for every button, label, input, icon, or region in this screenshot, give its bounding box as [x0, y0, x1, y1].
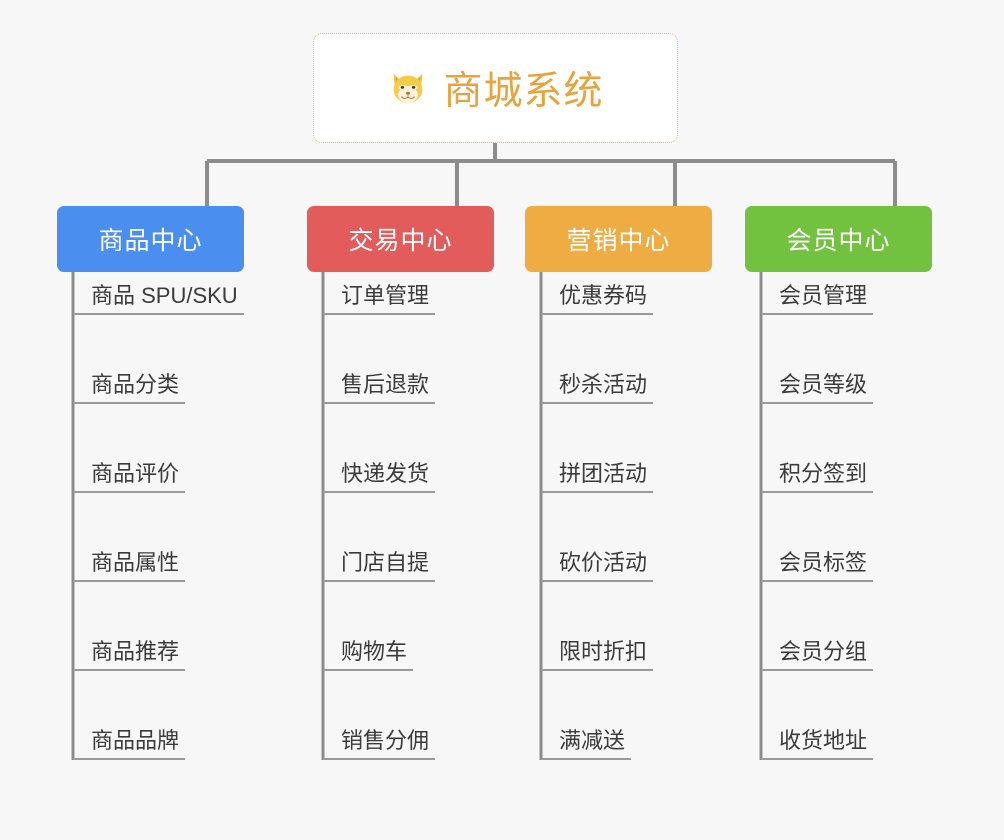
leaf-item[interactable]: 门店自提 — [323, 538, 436, 582]
leaf-item[interactable]: 商品属性 — [73, 538, 186, 582]
leaf-item[interactable]: 快递发货 — [323, 449, 436, 493]
leaf-item-label: 订单管理 — [323, 283, 436, 315]
leaf-item[interactable]: 限时折扣 — [541, 627, 654, 671]
category-header-label: 商品中心 — [98, 227, 203, 255]
category-header-member-center[interactable]: 会员中心 — [745, 206, 932, 272]
category-header-trade-center[interactable]: 交易中心 — [307, 206, 494, 272]
leaf-item[interactable]: 商品评价 — [73, 449, 186, 493]
category-header-product-center[interactable]: 商品中心 — [57, 206, 244, 272]
leaf-item[interactable]: 满减送 — [541, 716, 632, 760]
leaf-item-label: 优惠券码 — [541, 283, 654, 315]
leaf-item[interactable]: 收货地址 — [761, 716, 874, 760]
leaf-item[interactable]: 优惠券码 — [541, 271, 654, 315]
leaf-item-label: 购物车 — [323, 639, 414, 671]
leaf-item[interactable]: 会员分组 — [761, 627, 874, 671]
leaf-item-label: 秒杀活动 — [541, 372, 654, 404]
leaf-item-label: 会员标签 — [761, 550, 874, 582]
leaf-item[interactable]: 商品 SPU/SKU — [73, 271, 244, 315]
leaf-item[interactable]: 砍价活动 — [541, 538, 654, 582]
leaf-item[interactable]: 售后退款 — [323, 360, 436, 404]
leaf-item-label: 售后退款 — [323, 372, 436, 404]
category-header-label: 营销中心 — [566, 227, 671, 255]
leaf-item-label: 商品属性 — [73, 550, 186, 582]
leaf-item-label: 拼团活动 — [541, 461, 654, 493]
leaf-item[interactable]: 购物车 — [323, 627, 414, 671]
leaf-item-label: 收货地址 — [761, 728, 874, 760]
leaf-item-label: 门店自提 — [323, 550, 436, 582]
leaf-item[interactable]: 积分签到 — [761, 449, 874, 493]
root-title: 商城系统 — [443, 70, 604, 113]
leaf-item-label: 会员管理 — [761, 283, 874, 315]
leaf-item-label: 会员等级 — [761, 372, 874, 404]
leaf-item-label: 砍价活动 — [541, 550, 654, 582]
leaf-item-label: 商品推荐 — [73, 639, 186, 671]
category-header-label: 交易中心 — [348, 227, 453, 255]
leaf-item[interactable]: 会员等级 — [761, 360, 874, 404]
leaf-item-label: 商品分类 — [73, 372, 186, 404]
category-header-marketing-center[interactable]: 营销中心 — [525, 206, 712, 272]
leaf-item[interactable]: 商品推荐 — [73, 627, 186, 671]
leaf-item-label: 商品 SPU/SKU — [73, 283, 244, 315]
leaf-item[interactable]: 订单管理 — [323, 271, 436, 315]
leaf-item-label: 快递发货 — [323, 461, 436, 493]
leaf-item[interactable]: 拼团活动 — [541, 449, 654, 493]
category-header-label: 会员中心 — [786, 227, 891, 255]
leaf-item[interactable]: 销售分佣 — [323, 716, 436, 760]
root-node[interactable]: 商城系统 — [313, 33, 678, 143]
leaf-item-label: 商品品牌 — [73, 728, 186, 760]
leaf-item-label: 会员分组 — [761, 639, 874, 671]
leaf-item[interactable]: 商品分类 — [73, 360, 186, 404]
leaf-item[interactable]: 秒杀活动 — [541, 360, 654, 404]
leaf-item[interactable]: 商品品牌 — [73, 716, 186, 760]
leaf-item-label: 销售分佣 — [323, 728, 436, 760]
leaf-item-label: 满减送 — [541, 728, 632, 760]
leaf-item-label: 商品评价 — [73, 461, 186, 493]
leaf-item-label: 积分签到 — [761, 461, 874, 493]
shiba-dog-emoji — [387, 67, 429, 109]
leaf-item-label: 限时折扣 — [541, 639, 654, 671]
leaf-item[interactable]: 会员标签 — [761, 538, 874, 582]
leaf-item[interactable]: 会员管理 — [761, 271, 874, 315]
